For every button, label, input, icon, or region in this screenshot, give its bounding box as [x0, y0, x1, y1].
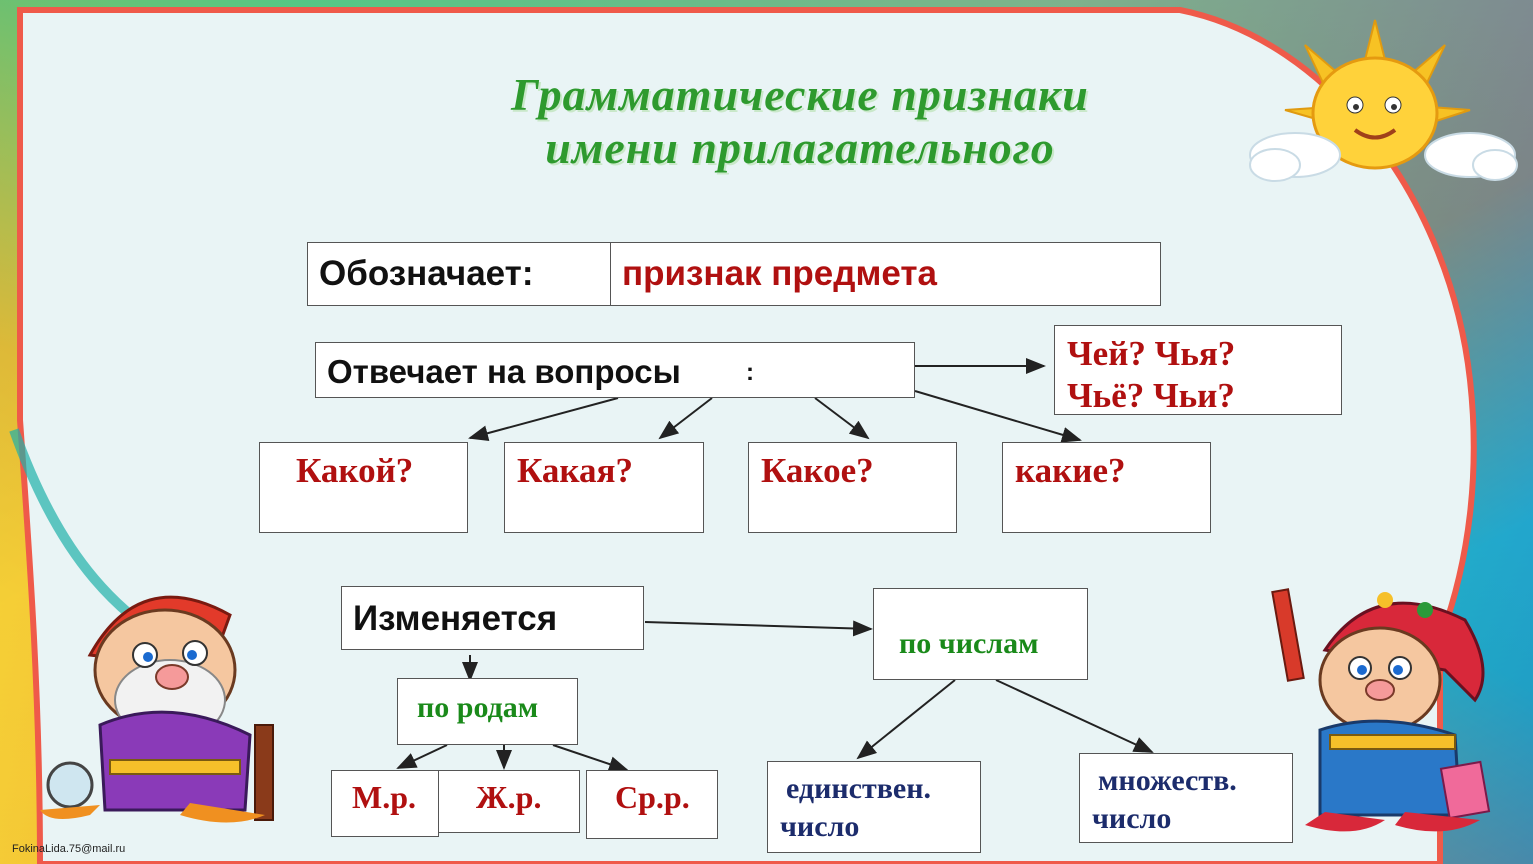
changes-label: Изменяется [353, 599, 558, 638]
denotes-value: признак предмета [622, 254, 937, 293]
answers-label-box: Отвечает на вопросы : [315, 342, 915, 398]
plural-line-2: число [1092, 802, 1172, 835]
gender-text: Ср.р. [615, 779, 690, 815]
by-numbers-text: по числам [899, 627, 1039, 660]
footer-email: FokinaLida.75@mail.ru [12, 843, 126, 855]
gender-text: Ж.р. [476, 779, 542, 815]
title-line-2: имени прилагательного [545, 122, 1055, 173]
question-box: какие? [1002, 442, 1211, 533]
gender-text: М.р. [352, 779, 416, 815]
plural-line-1: множеств. [1098, 764, 1237, 797]
possessive-questions-box: Чей? Чья? Чьё? Чьи? [1054, 325, 1342, 415]
gender-box: Ср.р. [586, 770, 718, 839]
singular-box: единствен. число [767, 761, 981, 853]
singular-line-2: число [780, 810, 860, 843]
answers-label: Отвечает на вопросы [327, 353, 681, 390]
plural-box: множеств. число [1079, 753, 1293, 843]
question-text: Какое? [761, 451, 874, 490]
possessive-line-2: Чьё? Чьи? [1067, 376, 1235, 415]
answers-colon: : [746, 359, 754, 386]
denotes-label: Обозначает: [319, 254, 534, 293]
gnome-right-icon [1271, 588, 1491, 832]
question-box: Какое? [748, 442, 957, 533]
changes-label-box: Изменяется [341, 586, 644, 650]
by-gender-box: по родам [397, 678, 578, 745]
question-text: Какая? [517, 451, 633, 490]
by-numbers-box: по числам [873, 588, 1088, 680]
question-text: Какой? [296, 451, 414, 490]
gender-box: Ж.р. [438, 770, 580, 833]
gender-box: М.р. [331, 770, 439, 837]
singular-line-1: единствен. [786, 772, 932, 805]
by-gender-text: по родам [417, 691, 539, 724]
gnome-left-icon [40, 595, 274, 823]
question-text: какие? [1015, 451, 1126, 490]
denotes-value-box: признак предмета [610, 242, 1161, 306]
question-box: Какой? [259, 442, 468, 533]
question-box: Какая? [504, 442, 704, 533]
title-line-1: Грамматические признаки [511, 69, 1089, 120]
possessive-line-1: Чей? Чья? [1067, 334, 1236, 373]
sun-icon [1249, 19, 1518, 182]
denotes-label-box: Обозначает: [307, 242, 612, 306]
